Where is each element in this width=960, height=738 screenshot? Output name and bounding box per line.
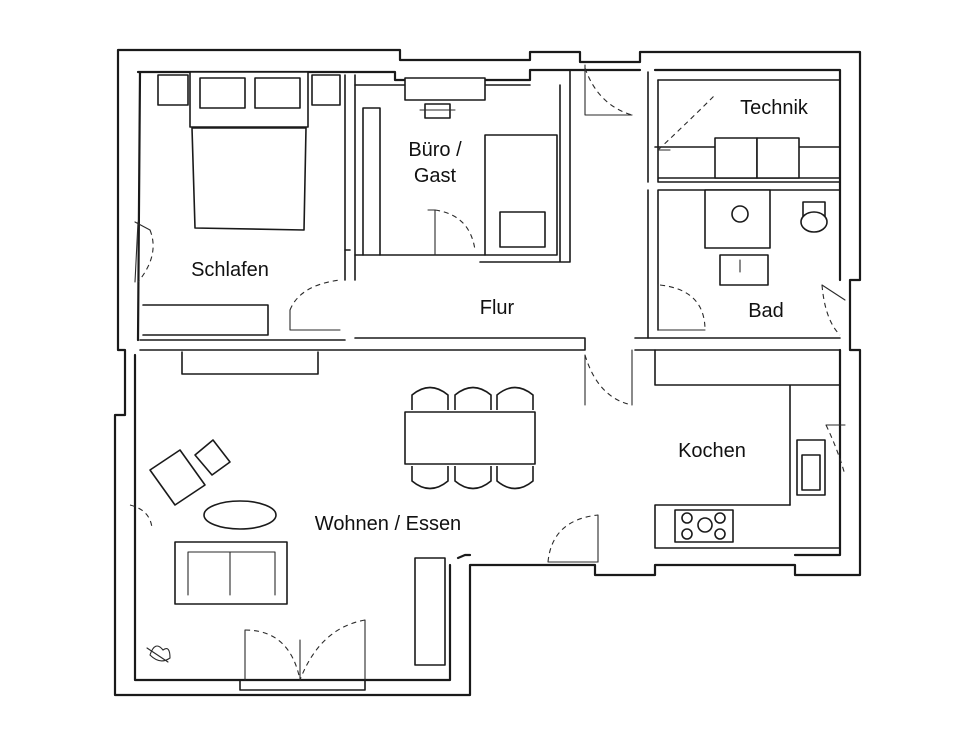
room-label-buero-line2: Gast: [414, 165, 457, 187]
interior-walls: [139, 69, 841, 691]
room-label-schlafen: Schlafen: [191, 259, 269, 281]
plant-icon: [146, 645, 171, 663]
armchair: [149, 439, 231, 506]
bed: [189, 71, 309, 231]
coffee-table: [203, 500, 277, 530]
bath-fixtures: [704, 189, 828, 286]
nightstands: [157, 74, 341, 106]
dining-chairs: [411, 386, 534, 490]
technik-appliances: [714, 137, 800, 179]
guest-bed: [484, 134, 558, 256]
room-label-wohnen-essen: Wohnen / Essen: [315, 513, 461, 535]
room-label-flur: Flur: [480, 297, 515, 319]
room-label-kochen: Kochen: [678, 440, 746, 462]
room-label-buero-line1: Büro /: [408, 139, 462, 161]
stove-top: [674, 509, 734, 543]
door-swings: [129, 64, 846, 681]
sofa: [174, 541, 288, 605]
dining-table: [404, 411, 536, 465]
kitchen-sink: [796, 439, 826, 496]
room-label-technik: Technik: [740, 97, 809, 119]
desk-and-chair: [404, 77, 486, 119]
room-label-bad: Bad: [748, 300, 784, 322]
